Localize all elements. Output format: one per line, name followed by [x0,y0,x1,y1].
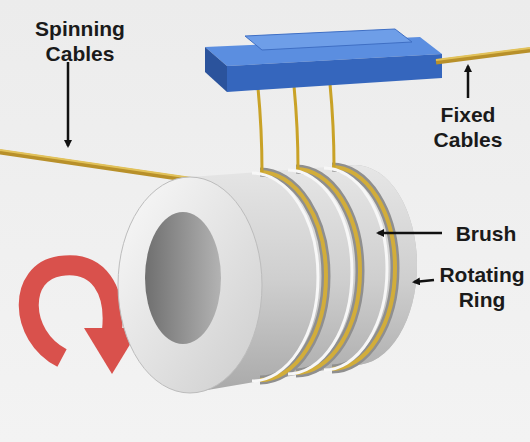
leader-arrow [378,232,442,235]
brush-wires [258,84,334,172]
leader-arrow [467,66,470,98]
brush-block-side [205,47,227,92]
leader-arrow [414,280,434,282]
cable-highlight [436,48,530,60]
cable-highlight [0,150,205,180]
fixed-cable [436,50,530,62]
ring-grooves [252,167,395,381]
brush-block-front [227,54,442,92]
callout-label: Rotating Ring [436,262,528,312]
brush-block-plate [245,29,412,50]
ring-hole [145,212,221,344]
ring-face [118,177,262,393]
callout-label: Spinning Cables [10,16,150,66]
callout-label: Brush [446,221,526,246]
callout-label: Fixed Cables [412,102,524,152]
spinning-cable [0,152,205,182]
leader-arrow [67,62,70,146]
